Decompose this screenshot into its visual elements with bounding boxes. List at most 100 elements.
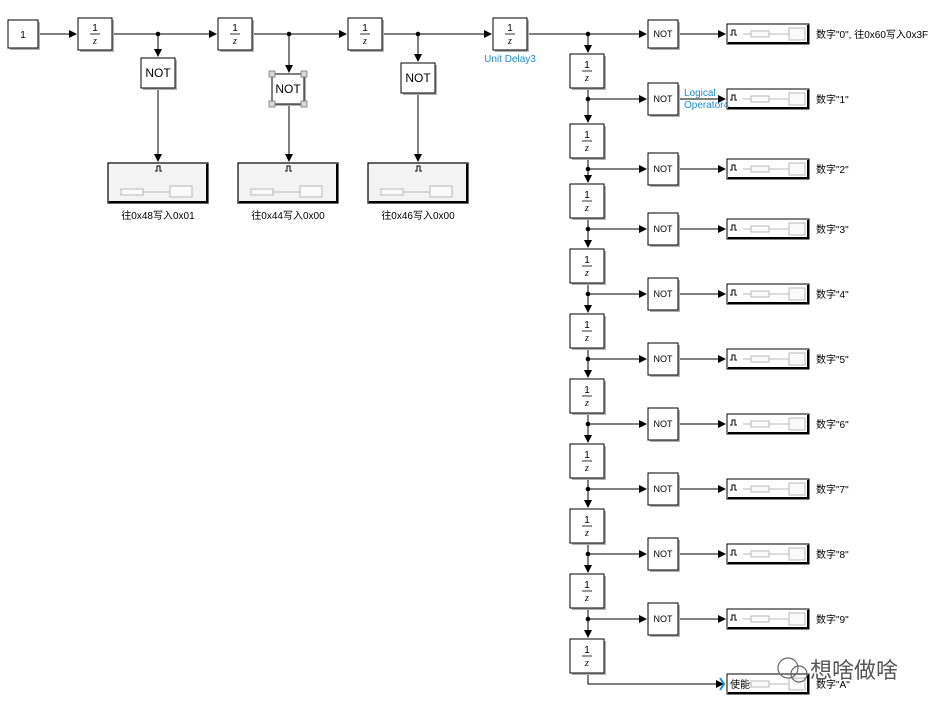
register-write-block[interactable] xyxy=(107,162,209,204)
not-block[interactable]: NOT xyxy=(647,82,680,117)
not-block[interactable]: NOT xyxy=(140,57,177,90)
selection-handle[interactable] xyxy=(268,100,276,108)
unit-delay-block[interactable]: 1z xyxy=(569,248,606,285)
register-write-block[interactable] xyxy=(367,162,469,204)
pulse-icon xyxy=(155,165,162,172)
pulse-icon xyxy=(730,289,737,296)
enable-port-icon xyxy=(719,677,726,691)
unit-delay-block[interactable]: 1z xyxy=(77,17,114,52)
not-label: NOT xyxy=(654,29,674,39)
not-block[interactable]: NOT xyxy=(647,537,680,572)
selection-handle[interactable] xyxy=(300,70,308,78)
unit-delay-block[interactable]: 1z xyxy=(569,443,606,480)
digit-output-block[interactable] xyxy=(726,413,810,435)
digit-output-block[interactable] xyxy=(726,23,810,45)
delay-denominator: z xyxy=(584,203,589,214)
enable-port-label: 使能 xyxy=(730,678,750,691)
wechat-icon xyxy=(777,657,799,679)
blocks: 11z1z1z1zNOTNOTNOT1z1z1z1z1z1z1z1z1z1zNO… xyxy=(7,17,898,695)
digit-output-block[interactable] xyxy=(726,283,810,305)
not-label: NOT xyxy=(654,484,674,494)
delay-denominator: z xyxy=(584,463,589,474)
register-write-block[interactable] xyxy=(237,162,339,204)
unit-delay-block[interactable]: 1z xyxy=(492,17,529,52)
selection-handle[interactable] xyxy=(300,100,308,108)
digit-output-label: 数字"5" xyxy=(816,353,849,366)
not-block[interactable]: NOT xyxy=(647,602,680,637)
sink-body[interactable] xyxy=(367,162,469,204)
digit-output-block[interactable] xyxy=(726,348,810,370)
not-block[interactable]: NOT xyxy=(647,277,680,312)
unit-delay-block[interactable]: 1z xyxy=(569,378,606,415)
delay-numerator: 1 xyxy=(584,255,590,266)
delay-denominator: z xyxy=(584,528,589,539)
delay-numerator: 1 xyxy=(92,23,98,34)
sink-inner-display xyxy=(788,417,806,431)
constant-block[interactable]: 1 xyxy=(7,19,40,50)
not-block[interactable]: NOT xyxy=(400,62,437,95)
digit-output-label: 数字"0", 往0x60写入0x3F xyxy=(816,28,928,41)
unit-delay-block[interactable]: 1z xyxy=(569,313,606,350)
block-body xyxy=(647,602,679,636)
not-block[interactable]: NOT xyxy=(647,152,680,187)
not-block[interactable]: NOT xyxy=(268,70,308,108)
sink-inner-display xyxy=(788,287,806,301)
digit-output-block[interactable]: 使能 xyxy=(726,673,810,695)
not-label: NOT xyxy=(654,549,674,559)
not-block[interactable]: NOT xyxy=(647,342,680,377)
delay-numerator: 1 xyxy=(584,190,590,201)
pulse-icon xyxy=(285,165,292,172)
block-body xyxy=(647,212,679,246)
block-body xyxy=(7,19,39,49)
not-block[interactable]: NOT xyxy=(647,472,680,507)
sink-inner-display xyxy=(169,185,193,198)
sink-body[interactable] xyxy=(237,162,339,204)
pulse-icon xyxy=(730,29,737,36)
unit-delay-block[interactable]: 1z xyxy=(569,183,606,220)
unit-delay-block[interactable]: 1z xyxy=(569,573,606,610)
pulse-icon xyxy=(730,224,737,231)
digit-output-block[interactable] xyxy=(726,478,810,500)
unit-delay-block[interactable]: 1z xyxy=(569,508,606,545)
not-label: NOT xyxy=(145,66,171,80)
pulse-icon xyxy=(730,484,737,491)
not-block[interactable]: NOT xyxy=(647,212,680,247)
unit-delay-block[interactable]: 1z xyxy=(569,123,606,160)
digit-output-block[interactable] xyxy=(726,608,810,630)
block-body xyxy=(647,152,679,186)
selection-handle[interactable] xyxy=(268,70,276,78)
sink-inner-slider xyxy=(750,30,770,38)
unit-delay-block[interactable]: 1z xyxy=(569,638,606,675)
digit-output-block[interactable] xyxy=(726,543,810,565)
not-block[interactable]: NOT xyxy=(647,407,680,442)
signal-line xyxy=(587,673,724,688)
watermark: 想啥做啥 xyxy=(777,657,898,683)
sink-inner-display xyxy=(788,482,806,496)
delay-denominator: z xyxy=(584,143,589,154)
digit-output-block[interactable] xyxy=(726,218,810,240)
delay-denominator: z xyxy=(232,36,237,47)
unit-delay-block[interactable]: 1z xyxy=(569,53,606,90)
delay-numerator: 1 xyxy=(584,60,590,71)
sink-inner-slider xyxy=(750,290,770,298)
digit-output-block[interactable] xyxy=(726,88,810,110)
unit-delay-block[interactable]: 1z xyxy=(347,17,384,52)
pulse-icon xyxy=(730,94,737,101)
digit-output-label: 数字"7" xyxy=(816,483,849,496)
sink-body[interactable] xyxy=(107,162,209,204)
pulse-icon xyxy=(730,354,737,361)
not-block[interactable]: NOT xyxy=(647,19,680,50)
sink-inner-slider xyxy=(750,420,770,428)
sink-inner-slider xyxy=(250,188,274,196)
digit-output-label: 数字"4" xyxy=(816,288,849,301)
block-body xyxy=(647,537,679,571)
delay-denominator: z xyxy=(92,36,97,47)
sink-inner-display xyxy=(788,677,806,691)
logical-operator-name: Logical xyxy=(684,88,716,99)
digit-output-block[interactable] xyxy=(726,158,810,180)
sink-inner-slider xyxy=(120,188,144,196)
register-write-label: 往0x44写入0x00 xyxy=(251,209,325,222)
unit-delay-block[interactable]: 1z xyxy=(217,17,254,52)
block-body xyxy=(271,73,305,105)
